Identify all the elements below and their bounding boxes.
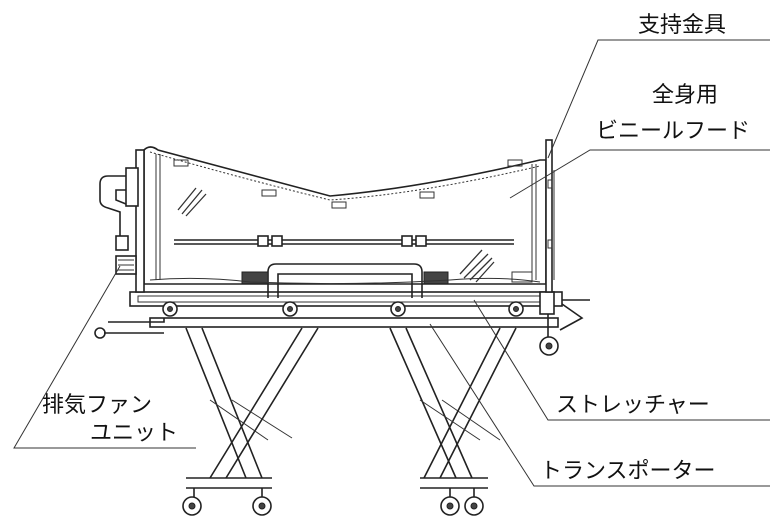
vinyl-hood [143,146,547,285]
label-transporter: トランスポーター [540,459,716,484]
support-bracket [545,139,555,293]
exhaust-fan-unit [99,167,139,275]
transporter-frame [149,317,559,500]
label-exhaust-fan-line2: ユニット [90,421,178,446]
stretcher-frame [129,291,590,356]
transporter-caster-wheels [182,496,484,516]
transporter-handle [94,318,165,339]
glare-mark-left [177,187,207,217]
leader-lines [13,39,770,487]
glare-mark-right [459,249,495,283]
left-post [135,149,145,293]
label-stretcher: ストレッチャー [556,393,710,418]
label-support-bracket: 支持金具 [638,13,726,38]
label-vinyl-hood-line1: 全身用 [652,83,718,108]
label-vinyl-hood-line2: ビニールフード [596,119,750,144]
stretcher-handle [241,263,449,298]
label-exhaust-fan-line1: 排気ファン [42,393,152,418]
